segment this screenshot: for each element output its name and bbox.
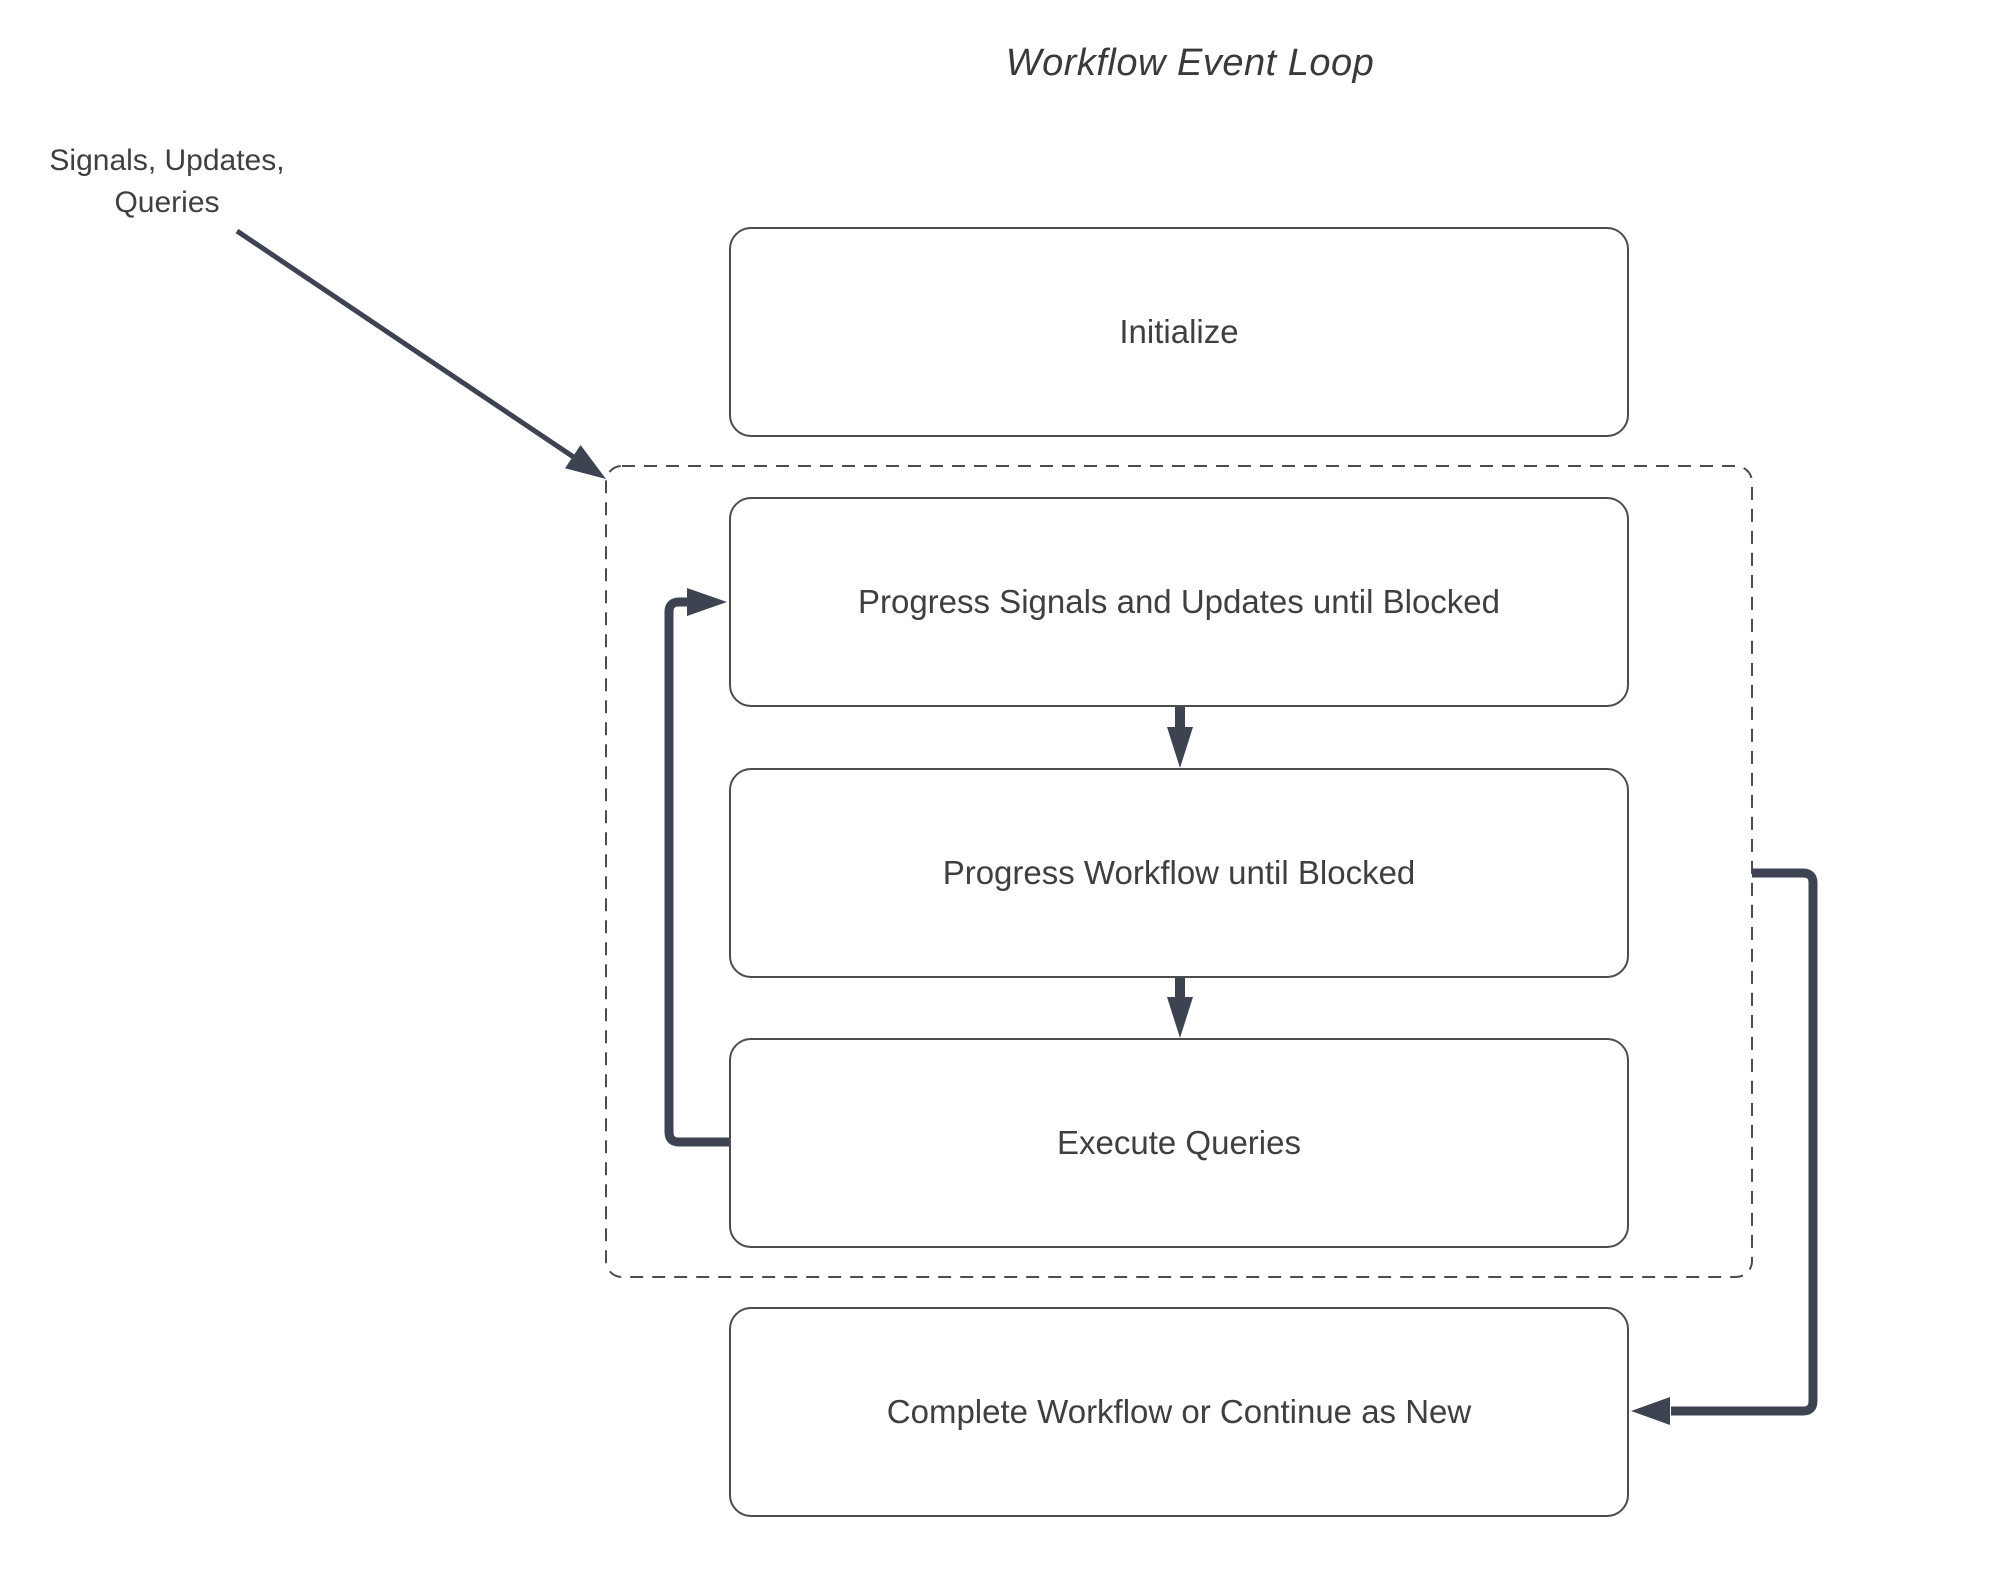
node-label: Complete Workflow or Continue as New xyxy=(886,1393,1472,1430)
node-execute-queries: Execute Queries xyxy=(729,1038,1629,1248)
node-label: Progress Workflow until Blocked xyxy=(942,854,1416,891)
external-events-label-line2: Queries xyxy=(114,186,220,219)
node-initialize: Initialize xyxy=(729,227,1629,437)
node-progress-signals: Progress Signals and Updates until Block… xyxy=(729,497,1629,707)
external-events-label: Signals, Updates, Queries xyxy=(20,140,314,224)
node-label: Progress Signals and Updates until Block… xyxy=(857,583,1501,620)
page-title: Workflow Event Loop xyxy=(1005,42,1375,84)
exit-connector xyxy=(1631,868,1818,1425)
external-events-arrow xyxy=(235,228,606,479)
external-events-label-line1: Signals, Updates, xyxy=(49,144,285,177)
down-arrow-signals-to-workflow xyxy=(1167,707,1193,768)
node-label: Execute Queries xyxy=(1057,1124,1301,1161)
node-label: Initialize xyxy=(1119,313,1239,350)
loop-back-connector xyxy=(664,588,729,1147)
down-arrow-workflow-to-queries xyxy=(1167,978,1193,1038)
node-complete-workflow: Complete Workflow or Continue as New xyxy=(729,1307,1629,1517)
node-progress-workflow: Progress Workflow until Blocked xyxy=(729,768,1629,978)
